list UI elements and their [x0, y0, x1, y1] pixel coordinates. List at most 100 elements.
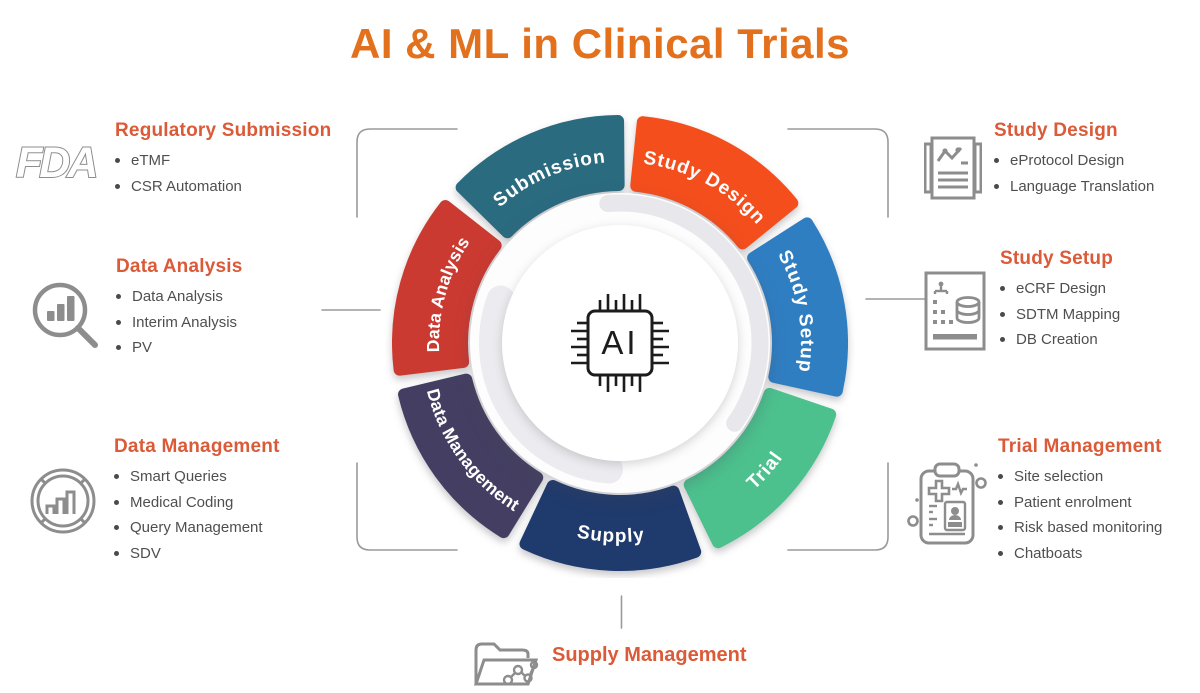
bullet-item: PV [116, 335, 243, 361]
ring-center-disc [470, 193, 770, 493]
bullet-dot [115, 158, 120, 164]
bullet-dot [116, 294, 121, 300]
bullet-label: eTMF [131, 152, 171, 170]
section-items: eProtocol Design Language Translation [994, 148, 1154, 199]
section-title: Supply Management [552, 644, 747, 666]
section-title: Regulatory Submission [115, 120, 332, 141]
section-study-setup: Study Setup eCRF Design SDTM Mapping DB … [924, 248, 1120, 357]
bullet-dot [114, 525, 119, 531]
ring-segment-data-management [398, 373, 544, 539]
bullet-dot [998, 525, 1003, 531]
bullet-item: SDTM Mapping [1000, 302, 1120, 328]
ring-segment-study-setup [747, 217, 848, 397]
ring-segments [392, 115, 848, 571]
bullet-label: Medical Coding [130, 493, 234, 511]
ring-segment-trial [683, 387, 837, 549]
ring-segment-study-design [630, 116, 799, 250]
bullet-label: PV [132, 339, 153, 357]
section-items: Site selection Patient enrolment Risk ba… [998, 464, 1162, 566]
section-items: Data Analysis Interim Analysis PV [116, 284, 243, 361]
bullet-label: Interim Analysis [132, 313, 238, 331]
bullet-label: Data Analysis [132, 288, 223, 306]
bullet-label: eCRF Design [1016, 280, 1107, 298]
bullet-item: Data Analysis [116, 284, 243, 310]
section-data-analysis: Data Analysis Data Analysis Interim Anal… [30, 256, 243, 361]
document-chart-icon [923, 136, 983, 205]
bullet-dot [1000, 311, 1005, 317]
bullet-dot [994, 158, 999, 164]
bullet-item: Chatboats [998, 541, 1162, 567]
ring-segment-supply [519, 479, 702, 571]
section-content: Trial Management Site selection Patient … [998, 436, 1162, 566]
section-content: Study Design eProtocol Design Language T… [994, 120, 1154, 199]
ring-segment-label: Supply [575, 522, 645, 548]
database-form-icon [924, 270, 986, 357]
bullet-item: Medical Coding [114, 490, 280, 516]
section-trial-management: Trial Management Site selection Patient … [906, 436, 1162, 566]
section-data-management: Data Management Smart Queries Medical Co… [28, 436, 280, 566]
section-study-design: Study Design eProtocol Design Language T… [923, 120, 1154, 205]
section-content: Study Setup eCRF Design SDTM Mapping DB … [1000, 248, 1120, 353]
bullet-item: Risk based monitoring [998, 515, 1162, 541]
section-title: Data Management [114, 436, 280, 457]
bullet-dot [998, 550, 1003, 556]
section-items: Smart Queries Medical Coding Query Manag… [114, 464, 280, 566]
section-title: Trial Management [998, 436, 1162, 457]
section-items: eTMF CSR Automation [115, 148, 331, 199]
bullet-label: Patient enrolment [1014, 493, 1132, 511]
ai-chip-icon: AI [571, 294, 669, 392]
bullet-item: SDV [114, 541, 280, 567]
bullet-dot [1000, 286, 1005, 292]
bullet-dot [998, 474, 1003, 480]
section-content: Data Management Smart Queries Medical Co… [114, 436, 280, 566]
section-regulatory-submission: FDA Regulatory Submission eTMF CSR Autom… [15, 120, 331, 199]
bullet-label: SDTM Mapping [1016, 305, 1121, 323]
section-title: Study Design [994, 120, 1118, 141]
section-content: Regulatory Submission eTMF CSR Automatio… [115, 120, 331, 199]
svg-text:FDA: FDA [16, 139, 95, 186]
bullet-label: CSR Automation [131, 177, 242, 195]
bullet-dot [115, 183, 120, 189]
bullet-label: eProtocol Design [1010, 152, 1125, 170]
page-title: AI & ML in Clinical Trials [350, 20, 850, 67]
bullet-item: Smart Queries [114, 464, 280, 490]
bullet-item: Language Translation [994, 174, 1154, 200]
ring-segment-submission [455, 115, 625, 239]
bullet-dot [114, 474, 119, 480]
bullet-label: Smart Queries [130, 468, 227, 486]
bullet-label: Query Management [130, 519, 263, 537]
folder-network-icon [472, 638, 540, 693]
section-title: Study Setup [1000, 248, 1114, 269]
section-content: Data Analysis Data Analysis Interim Anal… [116, 256, 243, 361]
section-title: Data Analysis [116, 256, 243, 277]
bullet-item: eTMF [115, 148, 331, 174]
bullet-label: Site selection [1014, 468, 1104, 486]
bullet-label: SDV [130, 544, 161, 562]
bullet-label: Risk based monitoring [1014, 519, 1163, 537]
bullet-item: DB Creation [1000, 327, 1120, 353]
bullet-label: Chatboats [1014, 544, 1083, 562]
bullet-dot [994, 183, 999, 189]
bullet-dot [114, 550, 119, 556]
bullet-dot [114, 499, 119, 505]
chart-circle-icon [28, 466, 98, 541]
bullet-dot [116, 345, 121, 351]
chart-magnifier-icon [30, 280, 102, 357]
ai-ml-cycle-ring: Submission Study Design Study Setup Tria… [392, 115, 848, 571]
bullet-item: Query Management [114, 515, 280, 541]
clipboard-medical-icon [906, 458, 990, 555]
bullet-item: eCRF Design [1000, 276, 1120, 302]
bullet-dot [998, 499, 1003, 505]
bullet-label: Language Translation [1010, 177, 1155, 195]
ai-chip-label: AI [601, 324, 638, 361]
ring-segment-data-analysis [392, 200, 502, 376]
bullet-dot [116, 319, 121, 325]
bullet-label: DB Creation [1016, 331, 1098, 349]
bullet-item: Site selection [998, 464, 1162, 490]
section-items: eCRF Design SDTM Mapping DB Creation [1000, 276, 1120, 353]
section-content: Supply Management [552, 634, 746, 667]
bullet-item: eProtocol Design [994, 148, 1154, 174]
fda-icon: FDA [15, 138, 101, 191]
bullet-item: Interim Analysis [116, 310, 243, 336]
section-supply-management: Supply Management [472, 634, 746, 693]
